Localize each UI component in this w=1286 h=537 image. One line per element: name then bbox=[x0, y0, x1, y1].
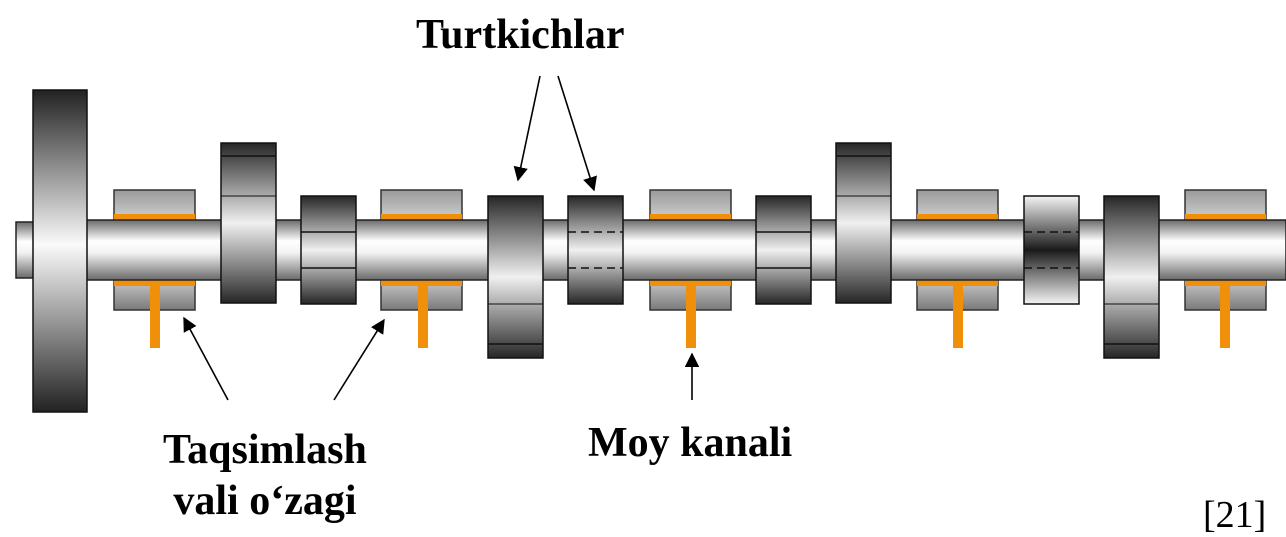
cam-7 bbox=[1023, 195, 1080, 305]
cam-6 bbox=[835, 142, 892, 304]
cam-8 bbox=[1103, 195, 1160, 359]
arrow-cam-left bbox=[513, 75, 541, 182]
arrow-cam-right bbox=[557, 75, 597, 192]
camshaft-core bbox=[15, 219, 1286, 281]
cam-4 bbox=[567, 195, 624, 305]
arrow-shaft-left bbox=[183, 316, 229, 401]
label-oil-channel: Moy kanali bbox=[588, 420, 793, 466]
cam-5 bbox=[755, 195, 812, 305]
leader-arrows bbox=[183, 75, 700, 401]
journal-1 bbox=[113, 189, 196, 348]
label-camshaft-core-line1: Taqsimlash bbox=[163, 427, 367, 473]
reference-number: [21] bbox=[1203, 494, 1267, 536]
cam-lobes bbox=[220, 142, 1160, 359]
journal-3 bbox=[649, 189, 732, 348]
arrow-shaft-right bbox=[333, 318, 385, 401]
journal-bearings bbox=[113, 189, 1267, 348]
cam-3 bbox=[487, 195, 544, 359]
journal-4 bbox=[916, 189, 999, 348]
label-cams: Turtkichlar bbox=[416, 12, 625, 58]
cam-1 bbox=[220, 142, 277, 304]
label-camshaft-core-line2: vali o‘zagi bbox=[173, 478, 357, 525]
drive-flange bbox=[32, 89, 88, 413]
cam-2 bbox=[300, 195, 357, 305]
label-camshaft-core: Taqsimlash vali o‘zagi bbox=[163, 425, 367, 527]
